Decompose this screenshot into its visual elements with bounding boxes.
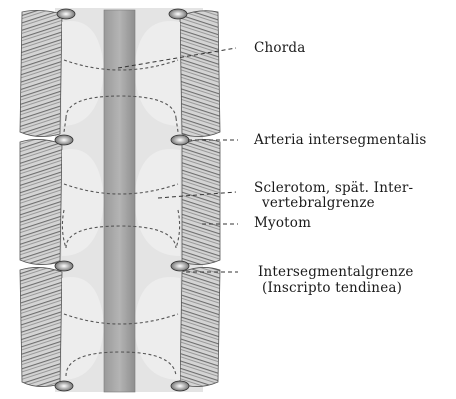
- label-sclerotom-line1: Sclerotom, spät. Inter-: [254, 181, 413, 196]
- left-myotomes: [20, 10, 62, 386]
- label-chorda: Chorda: [254, 41, 306, 56]
- label-intersegmentalgrenze: Intersegmentalgrenze: [258, 265, 414, 280]
- label-inscripto-tendinea: (Inscripto tendinea): [262, 281, 402, 296]
- right-myotomes: [180, 11, 220, 387]
- label-sclerotom-line2: vertebralgrenze: [262, 196, 375, 211]
- label-arteria-intersegmentalis: Arteria intersegmentalis: [254, 133, 427, 148]
- label-myotom: Myotom: [254, 216, 311, 231]
